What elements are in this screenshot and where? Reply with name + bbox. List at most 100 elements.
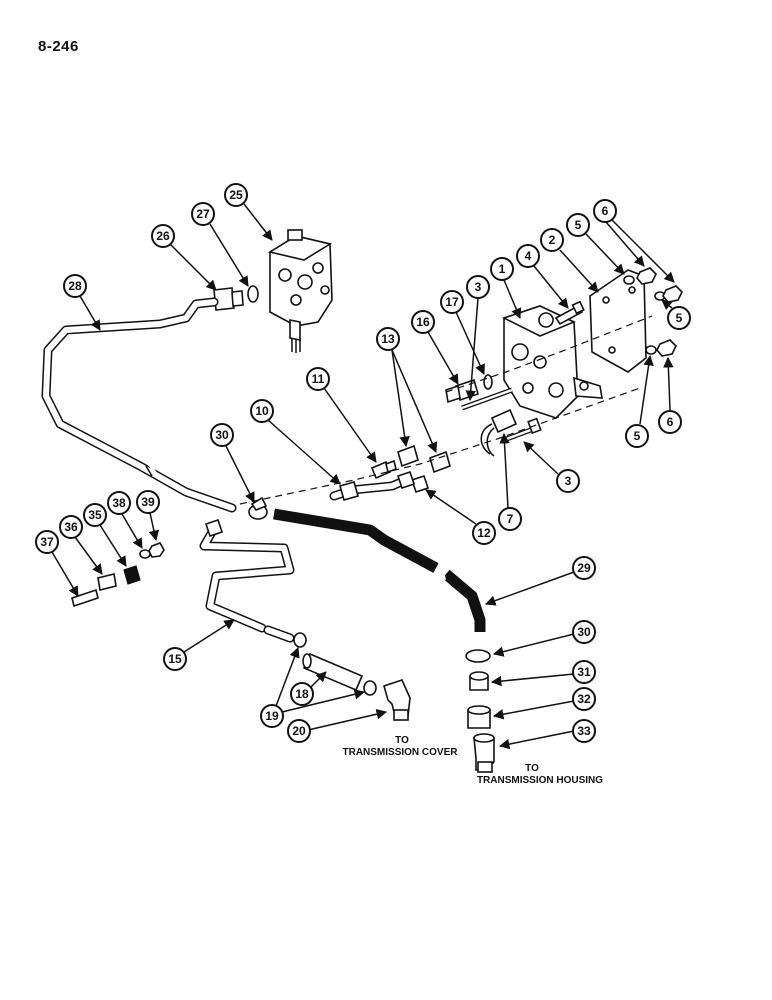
assembly-centerline [239, 387, 641, 505]
svg-text:15: 15 [168, 652, 182, 666]
callout-7: 7 [498, 432, 522, 531]
svg-text:36: 36 [64, 520, 78, 534]
callout-29: 29 [485, 556, 596, 606]
adapter-part-31 [469, 671, 489, 691]
callout-5-lower: 5 [625, 354, 654, 448]
callout-31: 31 [490, 660, 596, 687]
svg-text:27: 27 [196, 207, 210, 221]
svg-text:5: 5 [676, 311, 683, 325]
callout-26: 26 [151, 224, 217, 291]
callout-15: 15 [163, 619, 235, 671]
svg-text:32: 32 [577, 692, 591, 706]
hose-clamp-part-30 [248, 496, 268, 520]
transmission-cover-label-line2: TRANSMISSION COVER [342, 747, 458, 758]
svg-text:31: 31 [577, 665, 591, 679]
svg-text:12: 12 [477, 526, 491, 540]
transmission-cover-label-line1: TO [395, 735, 409, 746]
svg-text:20: 20 [292, 724, 306, 738]
svg-text:29: 29 [577, 561, 591, 575]
callout-30-upper: 30 [210, 423, 255, 503]
svg-text:6: 6 [602, 204, 609, 218]
remote-valve-part-25 [267, 229, 333, 353]
callout-36: 36 [59, 515, 103, 575]
svg-text:6: 6 [667, 415, 674, 429]
callout-35: 35 [83, 503, 127, 567]
clip-hardware-parts-35-39 [71, 542, 165, 608]
fitting-part-26 [213, 287, 244, 311]
elbow-part-33 [473, 733, 495, 773]
reducer-part-32 [467, 705, 491, 729]
callout-10: 10 [250, 399, 341, 485]
callout-38: 38 [107, 491, 143, 549]
svg-text:33: 33 [577, 724, 591, 738]
callout-13: 13 [376, 327, 438, 453]
bracket-part-2 [589, 269, 647, 373]
callout-27: 27 [191, 202, 249, 287]
tube-part-10 [329, 470, 416, 501]
callout-39: 39 [136, 490, 160, 542]
svg-text:26: 26 [156, 229, 170, 243]
callout-5-top: 5 [566, 213, 625, 275]
tube-part-15 [199, 518, 295, 643]
tube-part-28 [41, 297, 237, 513]
svg-text:30: 30 [215, 428, 229, 442]
svg-text:38: 38 [112, 496, 126, 510]
callout-25: 25 [224, 183, 273, 241]
svg-text:7: 7 [507, 512, 514, 526]
callout-1: 1 [490, 257, 522, 319]
svg-text:39: 39 [141, 495, 155, 509]
hose-clamps-part-19 [293, 632, 377, 696]
svg-text:13: 13 [381, 332, 395, 346]
svg-text:19: 19 [265, 709, 279, 723]
svg-text:35: 35 [88, 508, 102, 522]
callout-37: 37 [35, 530, 79, 597]
hose-part-18 [302, 652, 364, 692]
svg-text:5: 5 [575, 218, 582, 232]
switch-part-7 [480, 408, 518, 457]
svg-text:10: 10 [255, 404, 269, 418]
callout-2: 2 [540, 228, 599, 293]
o-ring-part-27 [247, 285, 259, 303]
fittings-part-13 [397, 444, 451, 474]
elbow-fitting-part-20 [383, 679, 411, 722]
assembly-centerline-upper [445, 315, 653, 393]
callout-17: 17 [440, 290, 485, 375]
callout-28: 28 [63, 274, 101, 331]
bolt-part-4 [554, 300, 585, 326]
callout-3-lower: 3 [523, 441, 580, 493]
svg-text:3: 3 [475, 280, 482, 294]
bolt-part-3 [461, 387, 542, 443]
callout-30-lower: 30 [492, 620, 596, 657]
washers-and-nuts-parts-5-6 [623, 267, 683, 357]
svg-text:28: 28 [68, 279, 82, 293]
hose-clamp-part-30-lower [465, 649, 491, 663]
svg-text:18: 18 [295, 687, 309, 701]
svg-text:5: 5 [634, 429, 641, 443]
callout-20: 20 [287, 709, 388, 743]
fitting-part-16 [445, 378, 479, 404]
callout-16: 16 [411, 310, 459, 385]
svg-text:30: 30 [577, 625, 591, 639]
callout-19: 19 [260, 647, 366, 728]
svg-text:11: 11 [312, 372, 325, 386]
svg-text:4: 4 [525, 249, 532, 263]
svg-text:25: 25 [229, 188, 243, 202]
callout-33: 33 [498, 719, 596, 750]
transmission-housing-label-line2: TRANSMISSION HOUSING [477, 775, 603, 786]
callout-18: 18 [290, 671, 327, 706]
callout-3-upper: 3 [465, 275, 490, 402]
svg-text:17: 17 [445, 295, 459, 309]
callout-32: 32 [492, 687, 596, 720]
callout-12: 12 [425, 489, 496, 545]
callout-5-right: 5 [661, 299, 691, 330]
svg-text:2: 2 [549, 233, 556, 247]
svg-text:3: 3 [565, 474, 572, 488]
o-ring-part-17 [483, 374, 493, 390]
page-number: 8-246 [38, 38, 79, 55]
valve-body-part-1 [501, 305, 603, 419]
hose-part-29 [273, 508, 486, 632]
transmission-housing-label-line1: TO [525, 763, 539, 774]
callout-4: 4 [516, 244, 569, 309]
fitting-part-12 [410, 474, 430, 494]
